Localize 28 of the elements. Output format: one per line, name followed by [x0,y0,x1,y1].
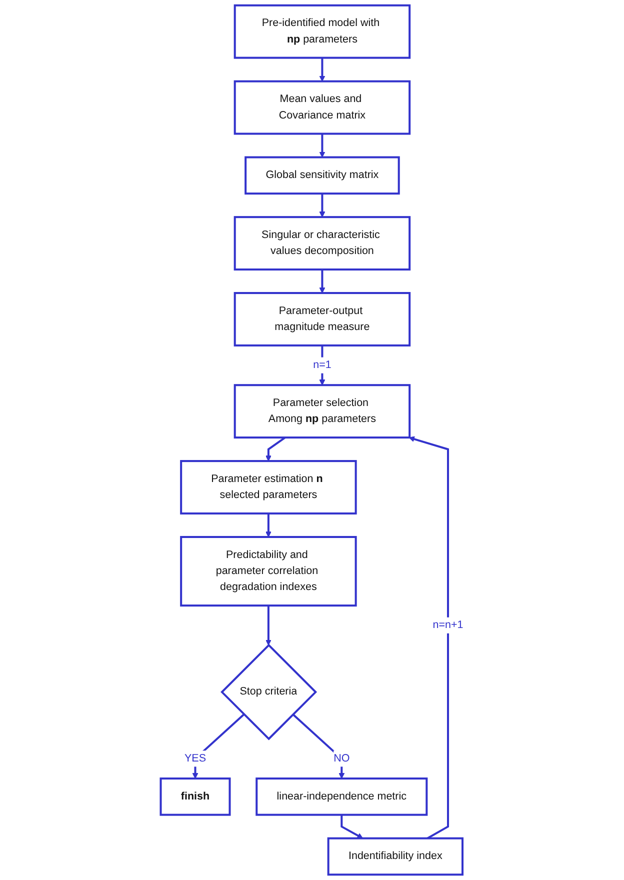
node-box: Indentifiability index [327,837,464,876]
arrow [319,58,326,82]
node-box: Predictability and parameter correlation degradation indexes [180,536,357,607]
arrow [408,436,450,840]
edge-label: NO [334,752,350,764]
arrow [319,134,326,158]
node-box: linear-independence metric [256,778,428,816]
arrow [266,606,272,646]
node-box: Parameter-output magnitude measure [234,292,411,346]
arrow [266,436,286,462]
arrow [319,345,326,386]
node-box: Singular or characteristic values decomposition [234,216,411,271]
edge-label: n=n+1 [432,619,464,631]
arrow [319,270,326,294]
node-box: finish [160,778,231,816]
arrow [340,814,364,839]
arrow [266,513,272,538]
arrow [192,714,245,779]
node-box: Parameter estimation n selected parameters [180,460,357,514]
node-box: Mean values and Covariance matrix [234,80,411,135]
node-box: Global sensitivity matrix [244,156,400,195]
node-diamond: Stop criteria [220,644,318,740]
node-box: Pre-identified model with np parameters [234,4,411,59]
edge-label: YES [184,752,206,764]
arrow [292,714,345,779]
node-box: Parameter selection Among np parameters [234,384,411,439]
edge-label: n=1 [313,359,332,371]
arrow [319,194,326,218]
